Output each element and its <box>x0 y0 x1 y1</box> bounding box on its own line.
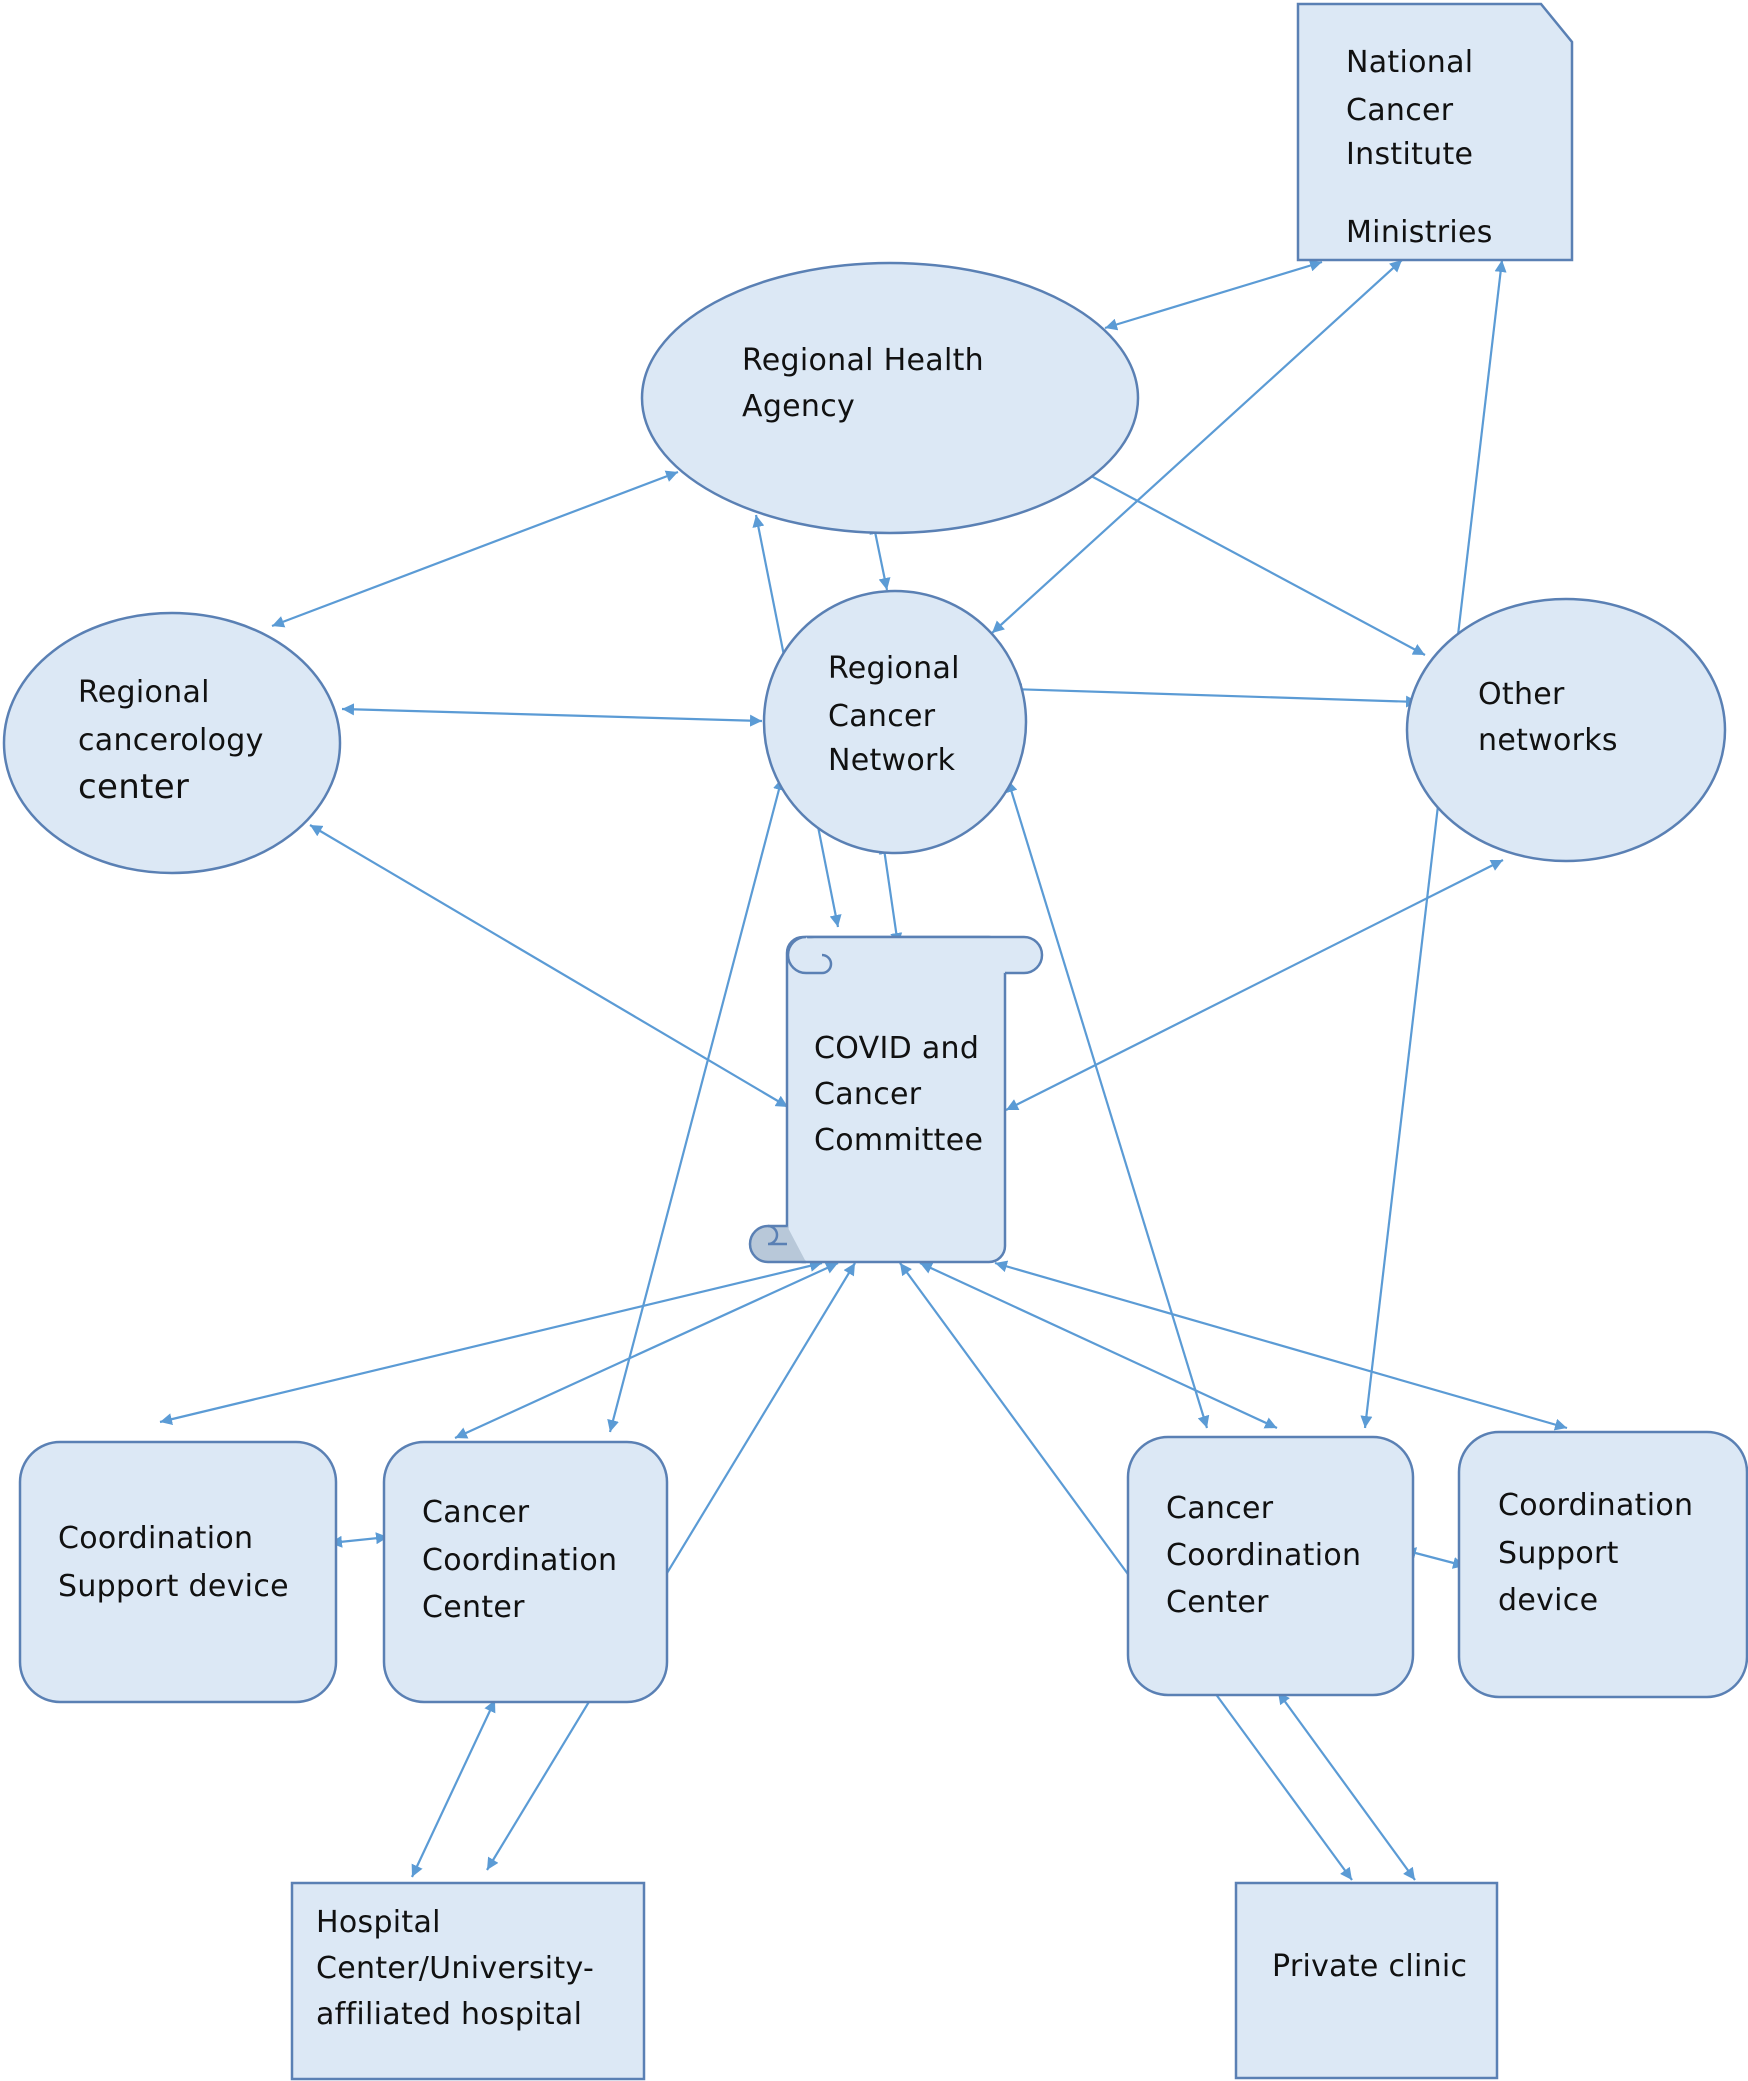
connector-rcn-ccc-left <box>607 777 785 1433</box>
node-regional-cancerology-center: Regional cancerology center <box>2 611 342 875</box>
connector-rha-other <box>1079 469 1426 656</box>
committee-label-line2: Cancer <box>814 1077 922 1112</box>
rcn-label-line3: Network <box>828 743 956 778</box>
connector-ccc-left-hospital <box>411 1699 496 1878</box>
ccc-right-label-line1: Cancer <box>1166 1491 1274 1526</box>
committee-label-line3: Committee <box>814 1123 983 1158</box>
rcc-label-line1: Regional <box>78 675 210 710</box>
rcc-label-line3: center <box>78 767 189 807</box>
hospital-label-line2: Center/University- <box>316 1951 594 1986</box>
node-coordination-support-device-right: Coordination Support device <box>1457 1430 1748 1699</box>
csd-left-label-line1: Coordination <box>58 1521 253 1556</box>
node-regional-cancer-network: Regional Cancer Network <box>762 589 1028 855</box>
connector-committee-hospital <box>486 1262 856 1871</box>
csd-right-label-line1: Coordination <box>1498 1488 1693 1523</box>
ccc-left-label-line1: Cancer <box>422 1495 530 1530</box>
connector-rcn-ccc-right <box>1005 779 1210 1429</box>
node-national-cancer-institute: National Cancer Institute Ministries <box>1296 2 1574 262</box>
committee-label-line1: COVID and <box>814 1031 979 1066</box>
ccc-left-label-line2: Coordination <box>422 1543 617 1578</box>
other-networks-label-line2: networks <box>1478 723 1618 758</box>
csd-right-label-line3: device <box>1498 1583 1598 1618</box>
clinic-label-line1: Private clinic <box>1272 1949 1467 1984</box>
other-networks-label-line1: Other <box>1478 677 1565 712</box>
rcn-label-line2: Cancer <box>828 699 936 734</box>
hospital-label-line3: affiliated hospital <box>316 1997 582 2032</box>
connector-committee-csd-right <box>994 1260 1568 1431</box>
connector-committee-csd-left <box>159 1259 823 1426</box>
node-cancer-coordination-center-left: Cancer Coordination Center <box>382 1440 669 1704</box>
connector-rcc-committee <box>309 824 789 1108</box>
node-private-clinic: Private clinic <box>1234 1881 1499 2080</box>
connector-nci-ccc-right <box>1360 259 1507 1429</box>
connector-nci-rha <box>1104 259 1323 331</box>
ccc-left-label-line3: Center <box>422 1590 525 1625</box>
node-other-networks: Other networks <box>1405 597 1727 863</box>
node-covid-cancer-committee: COVID and Cancer Committee <box>748 935 1044 1264</box>
connector-rcc-rcn <box>341 703 763 727</box>
connector-rcn-other <box>1009 683 1419 708</box>
nci-label-line2: Cancer <box>1346 93 1454 128</box>
rcn-label-line1: Regional <box>828 651 960 686</box>
node-regional-health-agency: Regional Health Agency <box>640 261 1140 535</box>
connector-nci-rcn <box>991 259 1403 634</box>
connector-rcn-committee <box>878 841 903 946</box>
nci-label-line4: Ministries <box>1346 215 1493 250</box>
connector-csd-left-ccc-left <box>329 1532 389 1548</box>
connector-ccc-right-clinic <box>1277 1691 1416 1881</box>
rha-label-line1: Regional Health <box>742 343 984 378</box>
node-coordination-support-device-left: Coordination Support device <box>18 1440 338 1704</box>
ccc-right-label-line2: Coordination <box>1166 1538 1361 1573</box>
connector-other-committee <box>1005 859 1504 1111</box>
rcc-label-line2: cancerology <box>78 723 264 758</box>
csd-left-label-line2: Support device <box>58 1569 289 1604</box>
rha-label-line2: Agency <box>742 389 855 424</box>
nci-label-line3: Institute <box>1346 137 1473 172</box>
csd-right-label-line2: Support <box>1498 1536 1619 1571</box>
ccc-right-label-line3: Center <box>1166 1585 1269 1620</box>
nci-label-line1: National <box>1346 45 1473 80</box>
node-cancer-coordination-center-right: Cancer Coordination Center <box>1126 1435 1415 1697</box>
node-hospital-center: Hospital Center/University- affiliated h… <box>290 1881 646 2081</box>
hospital-label-line1: Hospital <box>316 1905 441 1940</box>
connector-committee-ccc-right <box>919 1262 1278 1429</box>
connector-rha-rcc <box>271 470 679 628</box>
